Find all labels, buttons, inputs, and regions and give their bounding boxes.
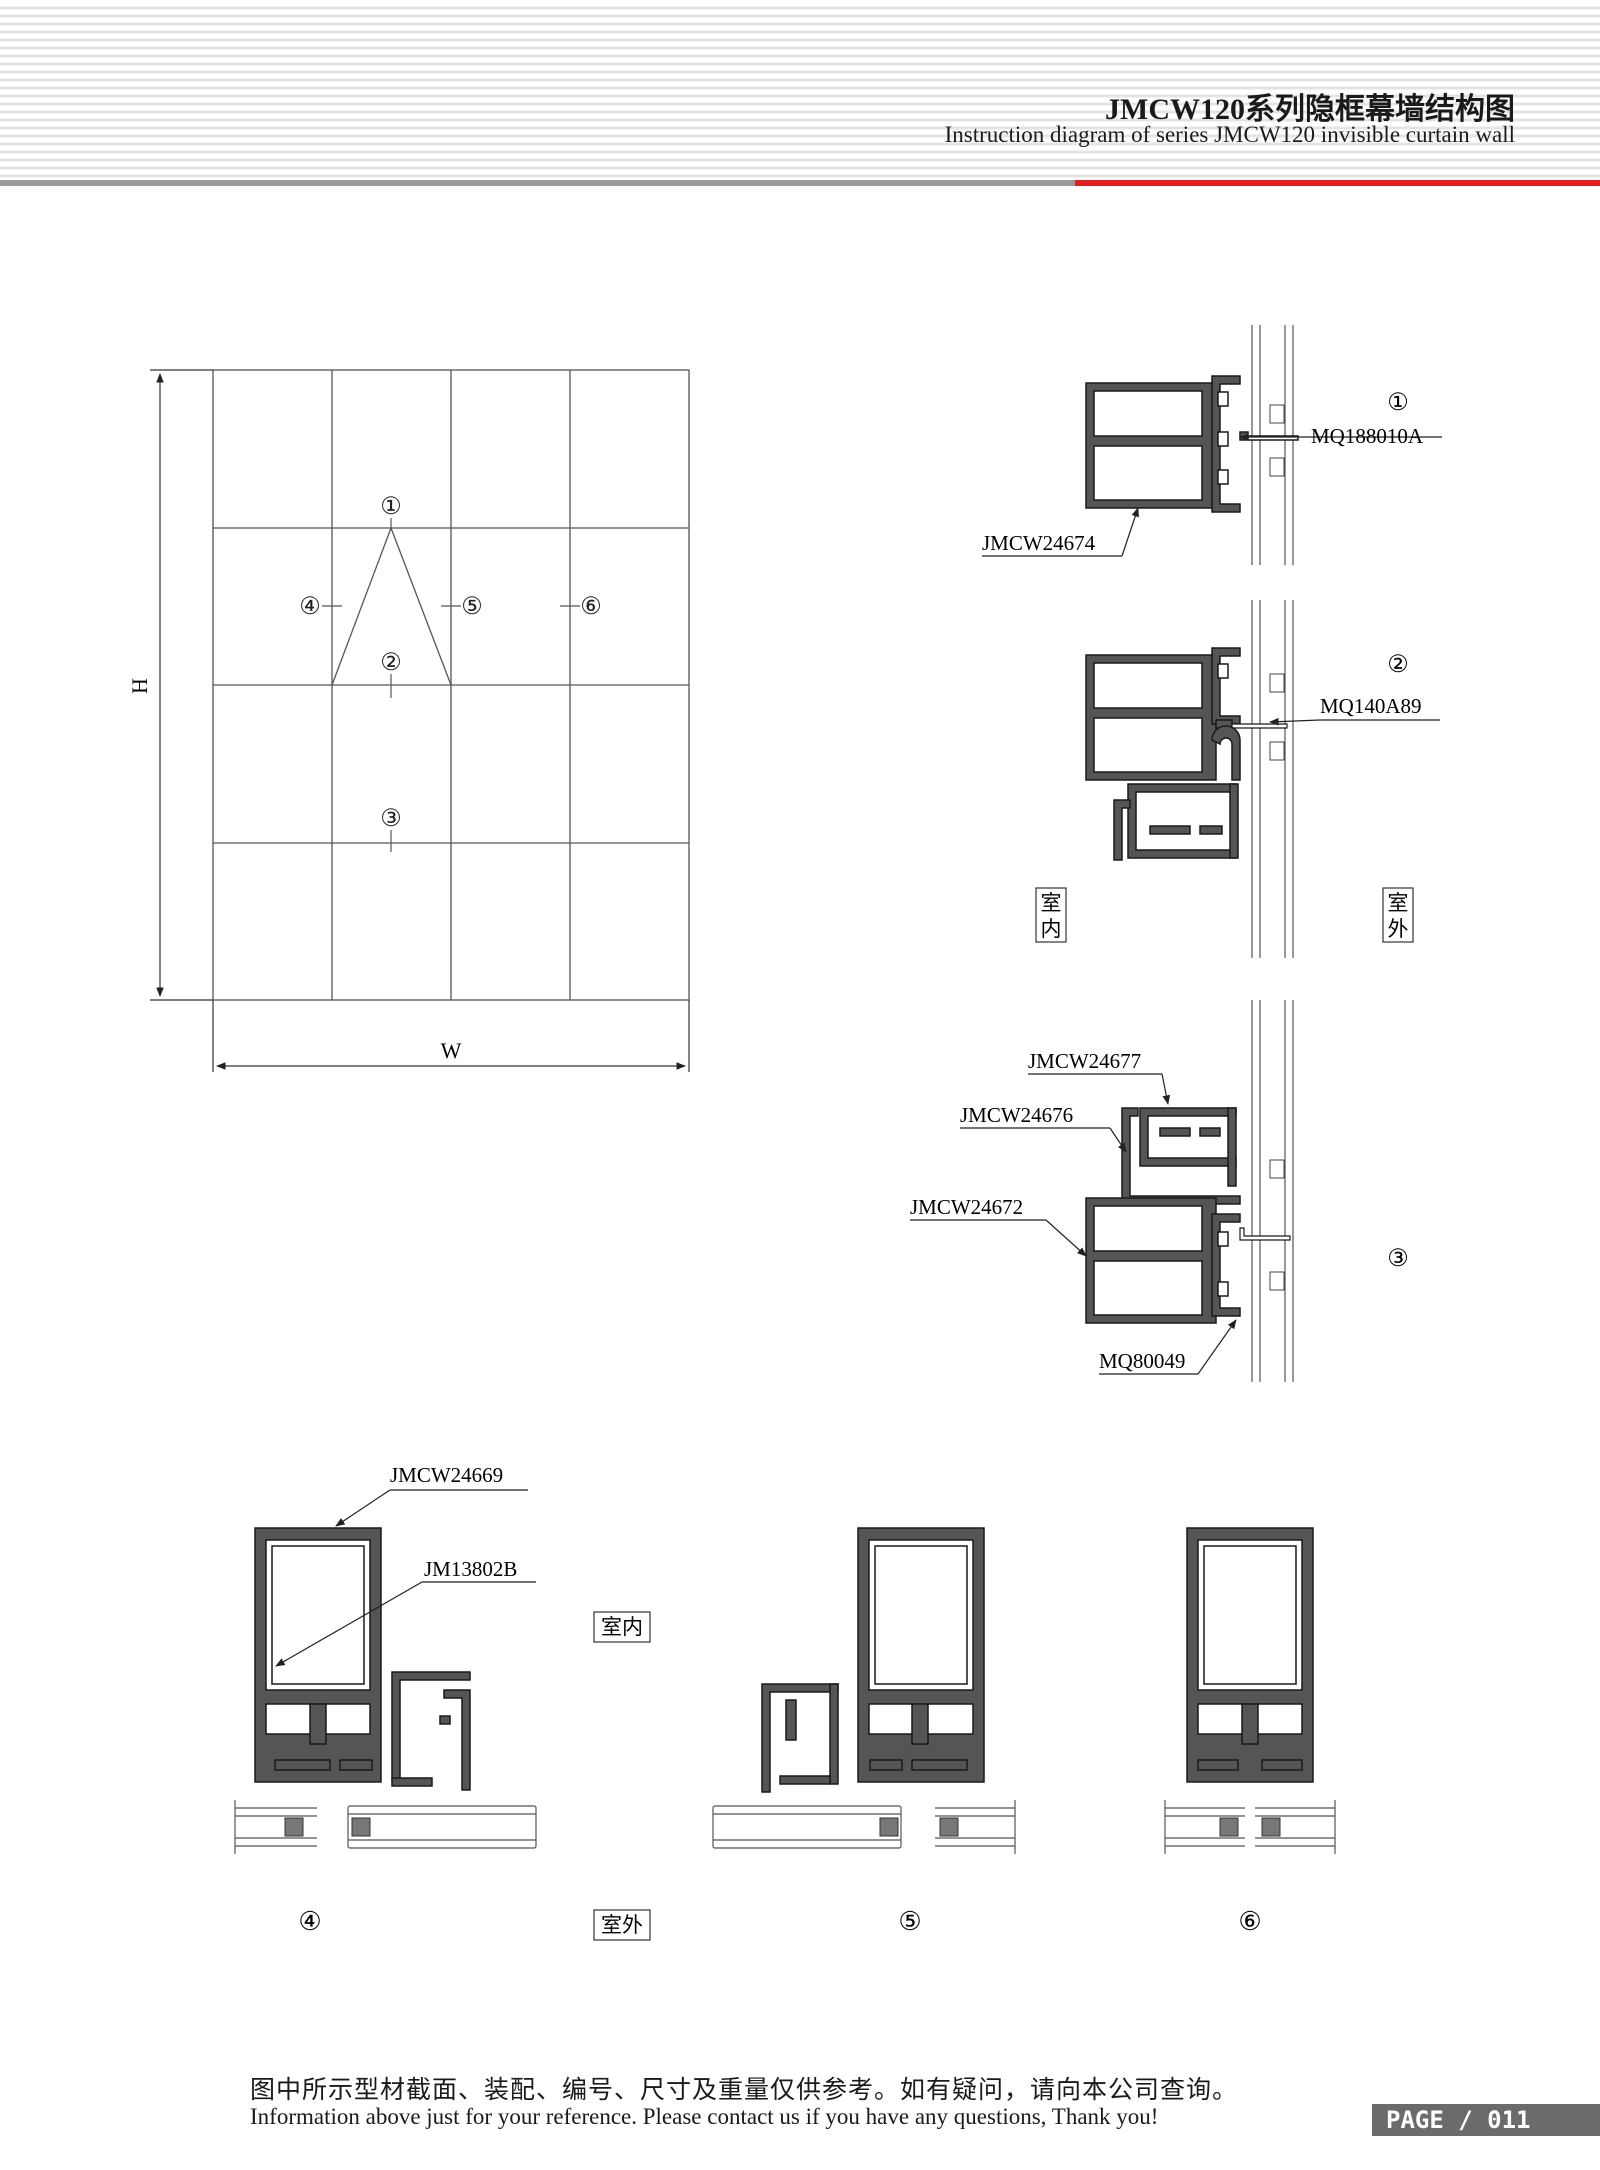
glass-panes-6 — [1164, 1800, 1336, 1854]
label-jmcw24674: JMCW24674 — [982, 531, 1096, 555]
section-4-marker: ④ — [298, 1907, 321, 1936]
marker-3: ③ — [380, 806, 402, 832]
section-4: JMCW24669 JM13802B ④ — [234, 1463, 537, 1936]
header-band: JMCW120系列隐框幕墙结构图 Instruction diagram of … — [0, 0, 1600, 188]
marker-2: ② — [380, 650, 402, 676]
frame-profile-3 — [1085, 1107, 1291, 1324]
label-mq140a89: MQ140A89 — [1320, 694, 1422, 718]
glass-panes-3 — [1251, 1000, 1294, 1382]
frame-profile-2 — [1085, 647, 1288, 861]
indoor-char-1: 室 — [1041, 891, 1062, 915]
section-2: 室 内 室 外 ② MQ140A89 — [1035, 600, 1440, 958]
marker-5: ⑤ — [461, 594, 483, 620]
outdoor-char-2: 外 — [1388, 917, 1409, 941]
label-jmcw24669: JMCW24669 — [390, 1463, 503, 1487]
label-mq80049: MQ80049 — [1099, 1349, 1185, 1373]
section-5: ⑤ — [712, 1527, 1016, 1936]
width-dimension — [212, 1000, 690, 1072]
mullion-profile-6 — [1186, 1527, 1314, 1783]
section-5-marker: ⑤ — [898, 1907, 921, 1936]
section-3-marker: ③ — [1387, 1246, 1409, 1272]
height-dimension — [150, 369, 213, 1001]
section-1-marker: ① — [1387, 390, 1409, 416]
glass-panes-2 — [1251, 600, 1294, 958]
header-rule — [0, 180, 1600, 186]
plan-indoor-tag: 室内 — [593, 1611, 651, 1643]
width-label: W — [441, 1038, 462, 1063]
elevation-grid — [212, 369, 690, 1001]
section-6-marker: ⑥ — [1238, 1907, 1261, 1936]
plan-outdoor-label: 室外 — [601, 1913, 643, 1937]
label-mq188010a: MQ188010A — [1311, 424, 1424, 448]
label-jmcw24676: JMCW24676 — [960, 1103, 1073, 1127]
elevation-markers: ① ② ③ ④ ⑤ ⑥ — [299, 494, 602, 852]
marker-1: ① — [380, 494, 402, 520]
page-subtitle: Instruction diagram of series JMCW120 in… — [944, 122, 1515, 147]
section-1: ① MQ188010A JMCW24674 — [982, 325, 1442, 565]
indoor-char-2: 内 — [1041, 917, 1062, 941]
section-2-marker: ② — [1387, 652, 1409, 678]
page-title: JMCW120系列隐框幕墙结构图 — [1105, 93, 1515, 126]
plan-indoor-label: 室内 — [601, 1615, 643, 1639]
section-6: ⑥ — [1164, 1527, 1336, 1936]
header-stripes — [0, 6, 1600, 186]
section-3: JMCW24677 JMCW24676 JMCW24672 MQ80049 ③ — [910, 1000, 1409, 1382]
marker-4: ④ — [299, 594, 321, 620]
plan-outdoor-tag: 室外 — [593, 1909, 651, 1941]
label-jmcw24677: JMCW24677 — [1028, 1049, 1141, 1073]
glass-panes-1 — [1251, 325, 1294, 565]
marker-6: ⑥ — [580, 594, 602, 620]
height-label: H — [127, 678, 152, 694]
frame-profile-1 — [1085, 375, 1299, 513]
indoor-tag-2: 室 内 — [1035, 887, 1067, 943]
glass-panes-5 — [712, 1800, 1016, 1854]
outdoor-tag-2: 室 外 — [1382, 887, 1414, 943]
header-accent-bar — [1075, 180, 1600, 186]
footer-note-en: Information above just for your referenc… — [250, 2104, 1159, 2129]
label-jm13802b: JM13802B — [424, 1557, 517, 1581]
footer-note-cn: 图中所示型材截面、装配、编号、尺寸及重量仅供参考。如有疑问，请向本公司查询。 — [250, 2075, 1239, 2104]
mullion-profile-5 — [761, 1527, 985, 1793]
outdoor-char-1: 室 — [1388, 891, 1409, 915]
label-jmcw24672: JMCW24672 — [910, 1195, 1023, 1219]
page-number-badge: PAGE / 011 — [1372, 2104, 1600, 2136]
mullion-profile-4 — [254, 1527, 471, 1791]
glass-panes-4 — [234, 1800, 537, 1854]
